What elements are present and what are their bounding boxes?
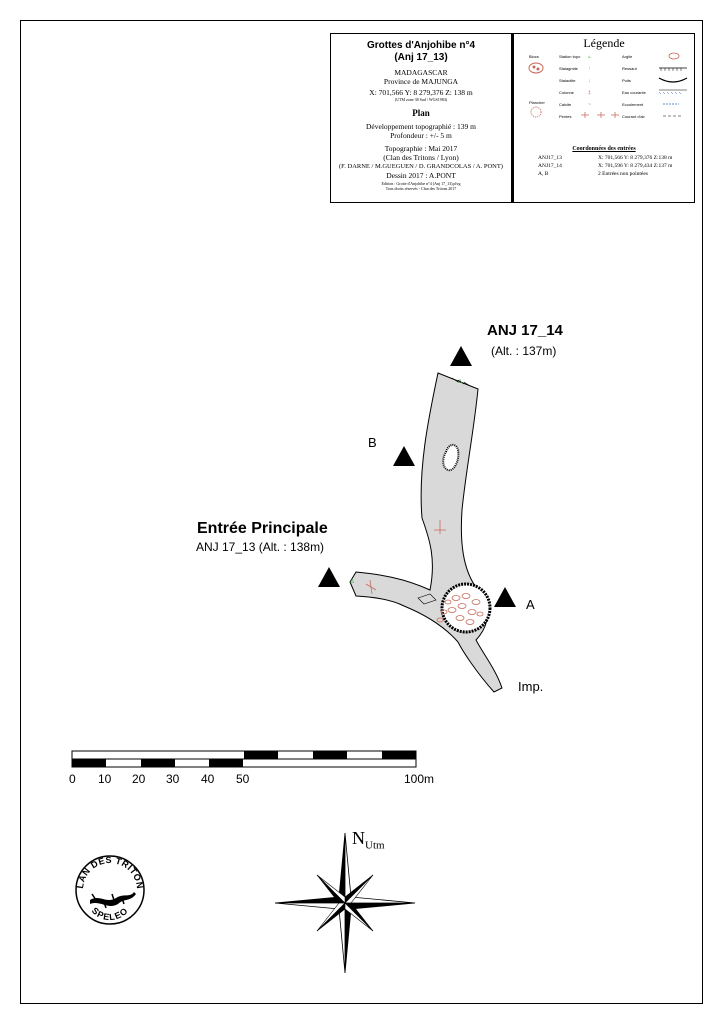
legend-item-courant: Courant d'air xyxy=(622,114,645,119)
svg-text:SPELEO: SPELEO xyxy=(90,905,130,922)
province: Province de MAJUNGA xyxy=(383,77,459,86)
coordinates: X: 701,566 Y: 8 279,376 Z: 138 m xyxy=(369,88,473,97)
entrance-a-label: A xyxy=(526,597,535,612)
blocks-symbol-icon xyxy=(528,62,544,74)
scale-tick-30: 30 xyxy=(166,772,180,786)
svg-text:↓: ↓ xyxy=(588,78,591,84)
entrance-13-altitude: ANJ 17_13 (Alt. : 138m) xyxy=(196,540,325,554)
legend-item-blocs: Blocs xyxy=(529,54,539,59)
legend-item-stalagmite: Stalagmite xyxy=(559,66,578,71)
entrance-b-label: B xyxy=(368,435,377,450)
block-outline xyxy=(417,593,437,605)
svg-text:↑: ↑ xyxy=(588,66,591,72)
floor-symbol-icon xyxy=(530,106,542,118)
entrance-a-icon xyxy=(494,587,516,607)
cave-title: Grottes d'Anjohibe n°4 xyxy=(366,40,476,51)
svg-text:~: ~ xyxy=(588,102,591,108)
station-icon: ▵ xyxy=(350,576,354,585)
entrance-coords-title: Coordonnées des entrées xyxy=(572,146,636,152)
projection: (UTM zone 38 Sud / WGS1984) xyxy=(394,97,448,102)
legend-item-plancher: Plancher xyxy=(529,100,545,105)
legend-item-colonne: Colonne xyxy=(559,90,574,95)
cave-passage xyxy=(349,372,503,693)
topo-date: Topographie : Mai 2017 xyxy=(384,144,458,153)
slope-symbol-icon xyxy=(581,112,619,118)
club: (Clan des Tritons / Lyon) xyxy=(383,153,459,162)
legend-item-ressaut: Ressaut xyxy=(622,66,637,71)
legend-title: Légende xyxy=(583,36,625,50)
edition: Edition : Grotte d'Anjohibe n°4 (Anj 17_… xyxy=(381,181,461,186)
legend-item-stalactite: Stalactite xyxy=(559,78,576,83)
impasse-label: Imp. xyxy=(518,679,544,694)
north-label: NUtm xyxy=(352,828,385,852)
legend-item-station: Station topo xyxy=(559,54,581,59)
slope-arrow xyxy=(434,520,446,534)
station-icon-2: ▵ xyxy=(458,376,462,385)
depth: Profondeur : +/- 5 m xyxy=(390,131,452,140)
legend-item-argile: Argile xyxy=(622,54,633,59)
north-arrow-icon xyxy=(274,832,416,974)
main-entrance-label: Entrée Principale xyxy=(197,520,328,537)
blocks-pile xyxy=(436,593,484,625)
authors: (F. DARNE / M.GUEGUEN / D. GRANDCOLAS / … xyxy=(339,163,503,170)
scale-tick-100: 100m xyxy=(404,772,435,786)
legend-item-eau: Eau courante xyxy=(622,90,646,95)
scale-tick-50: 50 xyxy=(236,772,250,786)
plan-heading: Plan xyxy=(412,108,430,118)
legend-mid-symbols-icon: ▵ ↑ ↓ ‡ ~ xyxy=(588,54,591,108)
wall-ticks xyxy=(451,377,471,387)
svg-text:▵: ▵ xyxy=(588,54,591,60)
development: Développement topographié : 139 m xyxy=(366,122,476,131)
svg-text:‡: ‡ xyxy=(588,90,591,96)
legend-item-pentes: Pentes xyxy=(559,114,572,119)
entrance-b-icon xyxy=(393,446,415,466)
legend: Légende Blocs Plancher Station topo Stal… xyxy=(514,34,694,202)
scale-tick-10: 10 xyxy=(98,772,112,786)
slope-arrow-2 xyxy=(365,579,377,595)
drawing-credit: Dessin 2017 : A.PONT xyxy=(386,171,456,180)
scale-tick-20: 20 xyxy=(132,772,146,786)
shaft-b xyxy=(442,444,460,472)
entrance-14-altitude: (Alt. : 137m) xyxy=(491,344,557,358)
legend-item-ecoulement: Ecoulement xyxy=(622,102,644,107)
title-block-info: Grottes d'Anjohibe n°4 (Anj 17_13) MADAG… xyxy=(331,34,514,202)
entrance-14-label: ANJ 17_14 xyxy=(487,322,563,339)
north-label-sub: Utm xyxy=(365,839,385,852)
cave-code: (Anj 17_13) xyxy=(394,52,448,63)
country: MADAGASCAR xyxy=(394,68,448,77)
legend-right-symbols-icon xyxy=(658,52,688,117)
logo-bottom-text: SPELEO xyxy=(90,905,129,922)
scale-tick-0: 0 xyxy=(69,772,76,786)
scale-tick-40: 40 xyxy=(201,772,215,786)
legend-item-calcite: Calcite xyxy=(559,102,572,107)
entrance-14-icon xyxy=(450,346,472,366)
scale-bar xyxy=(71,750,417,768)
entrance-13-icon xyxy=(318,567,340,587)
rights: Tous droits réservés - Clan des Tritons … xyxy=(385,186,457,191)
map-frame xyxy=(20,20,703,1004)
legend-item-puits: Puits xyxy=(622,78,631,83)
title-block: Grottes d'Anjohibe n°4 (Anj 17_13) MADAG… xyxy=(330,33,695,203)
